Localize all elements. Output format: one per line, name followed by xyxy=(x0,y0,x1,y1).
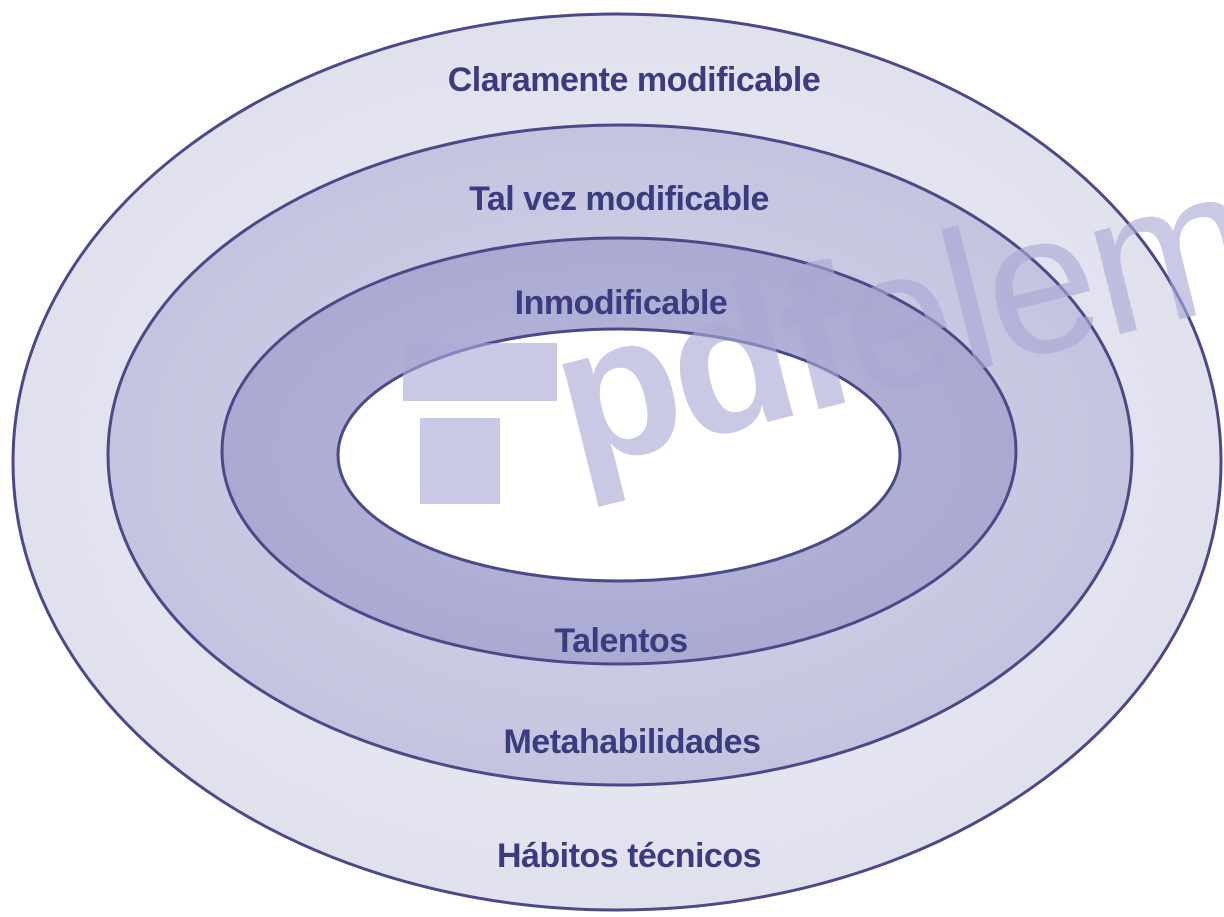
outer-ring-top-label: Claramente modificable xyxy=(448,61,821,99)
middle-ring-bottom-label: Metahabilidades xyxy=(503,723,760,761)
watermark-logo-top-block xyxy=(403,343,557,401)
watermark-logo-bottom-block xyxy=(420,418,500,504)
inner-ring-top-label: Inmodificable xyxy=(515,284,728,322)
middle-ring-top-label: Tal vez modificable xyxy=(469,180,769,218)
outer-ring-bottom-label: Hábitos técnicos xyxy=(497,837,761,875)
inner-ring-bottom-label: Talentos xyxy=(554,622,687,660)
